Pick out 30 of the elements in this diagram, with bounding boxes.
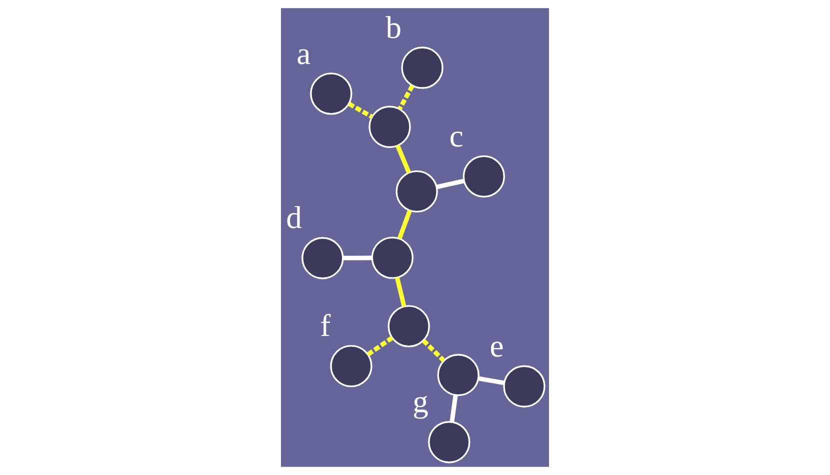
node-label: f	[320, 308, 331, 344]
node-label: g	[412, 384, 428, 420]
node-circle	[401, 46, 444, 89]
node-label: b	[386, 10, 402, 45]
node-circle	[302, 237, 344, 280]
connector	[366, 336, 394, 356]
node-label: a	[296, 36, 311, 71]
node-circle	[428, 421, 470, 464]
connector	[422, 338, 446, 362]
connector	[398, 84, 414, 110]
connector	[478, 376, 505, 386]
node-label: c	[449, 118, 464, 154]
node-circle	[503, 365, 546, 408]
node-circle	[396, 170, 438, 213]
node-circle	[368, 106, 411, 148]
connector	[436, 178, 465, 190]
node-circle	[388, 305, 430, 348]
connector	[348, 102, 374, 119]
node-circle	[371, 236, 414, 279]
node-label: d	[286, 200, 302, 236]
connector	[450, 394, 458, 422]
connector	[343, 256, 372, 260]
connector	[397, 210, 412, 240]
node-circle	[437, 354, 480, 396]
node-circle	[462, 155, 505, 198]
node-label: e	[490, 328, 504, 364]
node-circle	[330, 345, 372, 388]
connector	[395, 144, 411, 174]
node-circle	[310, 72, 352, 115]
connector	[394, 277, 406, 307]
